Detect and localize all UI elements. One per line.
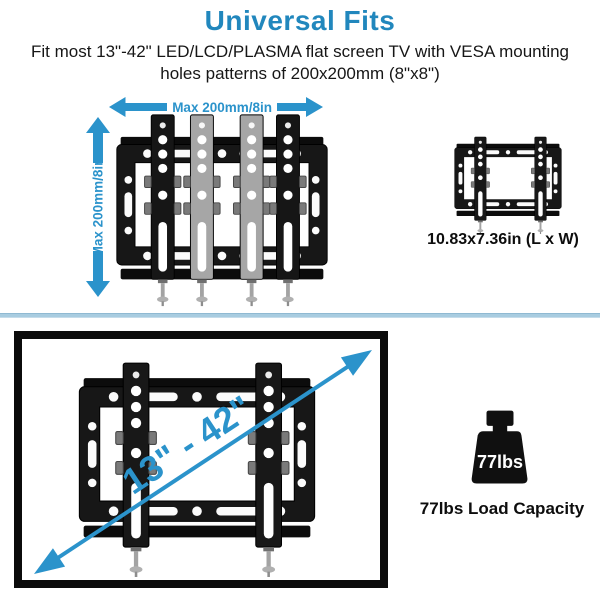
subtitle-line-1: Fit most 13"-42" LED/LCD/PLASMA flat scr… bbox=[30, 42, 570, 61]
mount-size-caption: 10.83x7.36in (L x W) bbox=[427, 231, 579, 248]
section-divider bbox=[0, 313, 600, 318]
subtitle-line-2: holes patterns of 200x200mm (8"x8") bbox=[160, 64, 440, 83]
tv-size-frame: 13" - 42" bbox=[14, 331, 388, 588]
height-dimension-arrow: Max 200mm/8in bbox=[85, 117, 111, 297]
diagonal-size-arrow: 13" - 42" bbox=[34, 350, 372, 574]
down-arrow-icon bbox=[86, 251, 110, 297]
load-capacity-caption: 77lbs Load Capacity bbox=[419, 499, 585, 518]
tv-mount-adjustability-illustration bbox=[116, 114, 328, 307]
width-dimension-label: Max 200mm/8in bbox=[172, 99, 272, 115]
weight-badge-label: 77lbs bbox=[477, 452, 523, 472]
tv-mount-size-illustration bbox=[452, 136, 564, 234]
page-subtitle: Fit most 13"-42" LED/LCD/PLASMA flat scr… bbox=[0, 41, 600, 85]
page-title: Universal Fits bbox=[204, 5, 396, 36]
tv-size-label: 13" - 42" bbox=[115, 387, 260, 502]
weight-icon: 77lbs bbox=[471, 410, 528, 484]
right-arrow-icon bbox=[277, 97, 323, 117]
left-arrow-icon bbox=[109, 97, 168, 117]
height-dimension-label: Max 200mm/8in bbox=[90, 157, 106, 257]
width-dimension-arrow: Max 200mm/8in bbox=[109, 97, 323, 117]
up-arrow-icon bbox=[86, 117, 110, 163]
